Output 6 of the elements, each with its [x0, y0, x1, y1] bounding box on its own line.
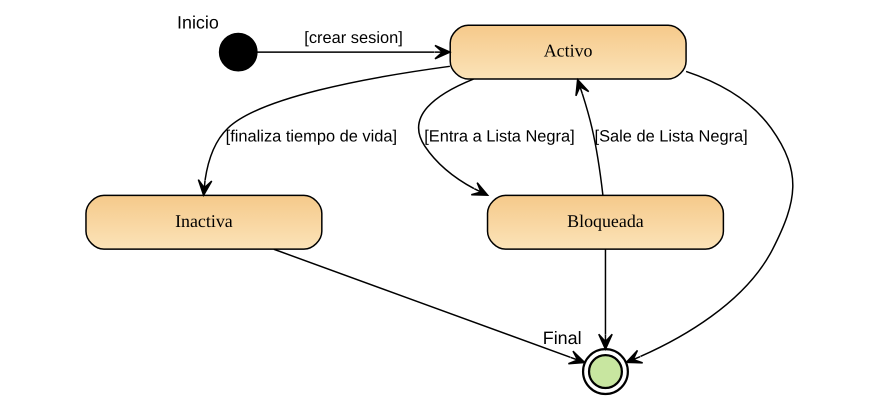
edge-label: [Entra a Lista Negra] — [424, 127, 574, 146]
edge-label: [finaliza tiempo de vida] — [225, 127, 397, 146]
node-label: Inicio — [176, 12, 218, 32]
node-label: Final — [542, 328, 582, 348]
edge-label: [Sale de Lista Negra] — [594, 127, 748, 146]
edge-label: [crear sesion] — [304, 28, 402, 47]
